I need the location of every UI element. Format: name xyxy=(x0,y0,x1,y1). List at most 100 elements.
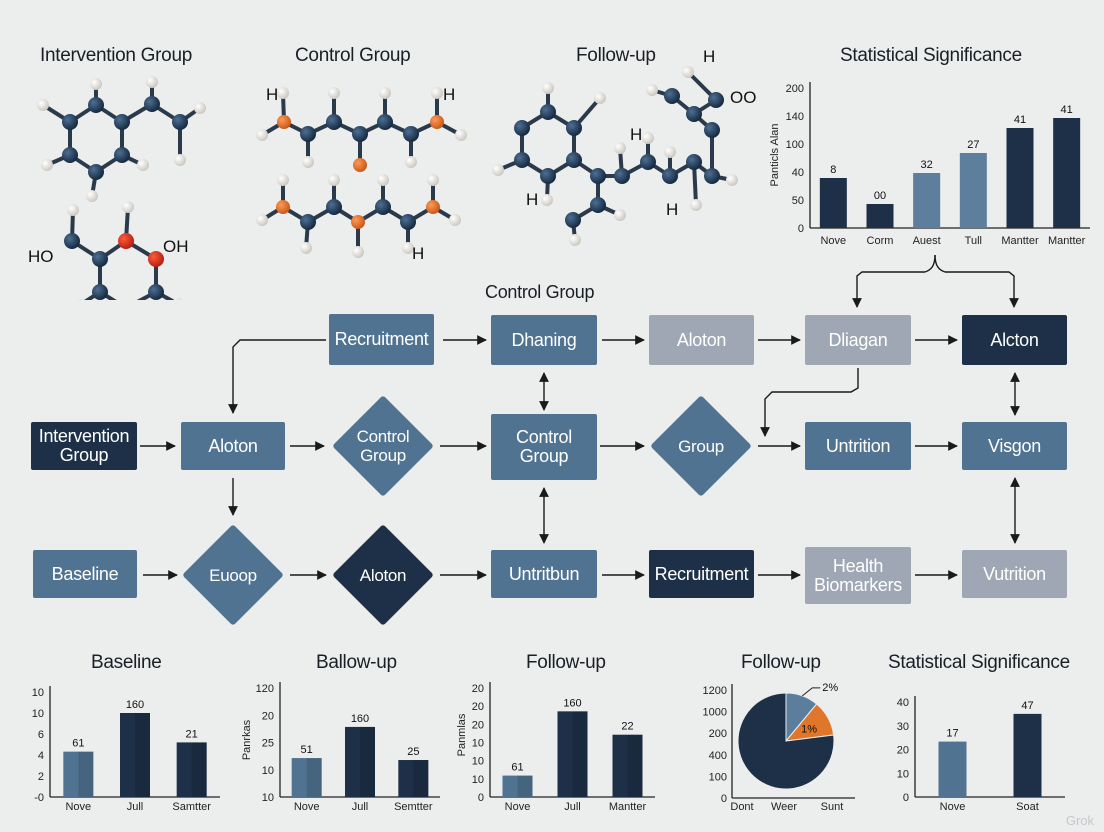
category-label: Nove xyxy=(940,801,966,813)
molecule-atom xyxy=(431,87,443,99)
data-label: 160 xyxy=(351,713,369,725)
molecule-atom xyxy=(540,168,556,184)
data-label: 41 xyxy=(1014,114,1026,126)
y-tick-label: 10 xyxy=(472,756,484,768)
molecule-atom xyxy=(590,168,606,184)
node-aloton-diamond-label: Aloton xyxy=(359,565,407,585)
category-label: Weer xyxy=(771,801,797,813)
category-label: Nove xyxy=(294,801,320,813)
molecule-atom xyxy=(174,154,186,166)
data-label: 25 xyxy=(407,746,419,758)
molecule-atom xyxy=(302,156,314,168)
y-tick-label: 20 xyxy=(472,701,484,713)
molecule-atom xyxy=(173,298,183,300)
molecule-oo: OO xyxy=(730,88,756,107)
molecule-atom xyxy=(328,87,340,99)
data-label: 32 xyxy=(921,159,933,171)
data-label: 61 xyxy=(511,762,523,774)
molecule-atom xyxy=(614,209,626,221)
node-intervention-group: Intervention Group xyxy=(31,422,137,470)
y-tick-label: 100 xyxy=(786,139,804,151)
molecule-atom xyxy=(514,152,530,168)
y-tick-label: 2 xyxy=(38,771,44,783)
molecule-atom xyxy=(565,212,581,228)
axis xyxy=(809,82,1090,229)
molecule-atom xyxy=(449,214,461,226)
data-label: 22 xyxy=(621,721,633,733)
molecule-atom xyxy=(137,159,149,171)
molecule-atom xyxy=(455,129,467,141)
flow-title: Control Group xyxy=(485,282,595,302)
molecule-atom xyxy=(144,96,160,112)
data-label: 47 xyxy=(1021,700,1033,712)
bar xyxy=(1013,713,1042,797)
data-label: 8 xyxy=(830,164,836,176)
molecule-atom xyxy=(664,88,680,104)
data-label: 61 xyxy=(72,738,84,750)
molecule-atom xyxy=(300,242,312,254)
molecule-h-left: H xyxy=(526,190,538,209)
molecule-atom xyxy=(377,174,389,186)
molecule-h-followup-bottom: H xyxy=(666,200,678,219)
y-tick-label: 1200 xyxy=(703,685,727,697)
molecule-atom xyxy=(403,126,419,142)
y-tick-label: 4 xyxy=(38,750,44,762)
y-axis-label: Panmlas xyxy=(456,713,468,756)
molecule-atom xyxy=(540,104,556,120)
molecule-atom xyxy=(377,114,393,130)
y-tick-label: 140 xyxy=(786,111,804,123)
molecule-atom xyxy=(62,147,78,163)
node-control-group-diamond: Control Group xyxy=(332,395,434,497)
y-tick-label: 10 xyxy=(262,792,274,804)
molecule-atom xyxy=(86,190,98,202)
data-label: 160 xyxy=(563,697,581,709)
bar xyxy=(176,742,207,797)
pie-leader-line xyxy=(801,687,821,697)
bar xyxy=(63,751,94,797)
molecule-atom xyxy=(37,99,49,111)
bar xyxy=(1053,118,1081,228)
molecule-atom xyxy=(300,214,316,230)
molecule-atom xyxy=(277,115,291,129)
molecule-atom xyxy=(194,102,206,114)
y-tick-label: -0 xyxy=(34,792,44,804)
molecule-atom xyxy=(326,114,342,130)
category-label: Samtter xyxy=(172,801,211,813)
y-axis-label: Panrkas xyxy=(241,719,253,760)
intervention-group-title: Intervention Group xyxy=(40,45,192,66)
category-label: Jull xyxy=(352,801,369,813)
y-tick-label: 400 xyxy=(709,750,727,762)
category-label: Mantter xyxy=(1001,235,1039,247)
node-untritbun: Untritbun xyxy=(491,550,597,598)
molecule-h-mid: H xyxy=(630,125,642,144)
molecule-atom xyxy=(62,114,78,130)
ballow-up-chart-title: Ballow-up xyxy=(316,652,397,673)
molecule-atom xyxy=(352,126,368,142)
molecule-atom xyxy=(88,164,104,180)
node-baseline: Baseline xyxy=(33,550,137,598)
y-tick-label: 10 xyxy=(472,738,484,750)
stat-sig-bottom-title: Statistical Significance xyxy=(888,652,1070,673)
node-health-biomarkers: Health Biomarkers xyxy=(805,547,911,604)
molecule-atom xyxy=(400,214,416,230)
bar xyxy=(291,758,322,797)
molecule-atom xyxy=(492,164,504,176)
node-untrition: Untrition xyxy=(805,422,911,470)
molecule-atom xyxy=(352,246,364,258)
molecule-atom xyxy=(402,242,414,254)
bar-shade xyxy=(78,751,94,797)
category-label: Nove xyxy=(505,801,531,813)
molecule-atom xyxy=(569,234,581,246)
molecule-atom xyxy=(88,97,104,113)
molecule-atom xyxy=(614,168,630,184)
molecule-atom xyxy=(541,194,553,206)
node-euoop-label: Euoop xyxy=(209,565,257,585)
bar xyxy=(1006,128,1034,228)
y-tick-label: 0 xyxy=(903,792,909,804)
molecule-atom xyxy=(276,200,290,214)
molecule-atom xyxy=(172,114,188,130)
molecule-atom xyxy=(277,87,289,99)
y-tick-label: 10 xyxy=(32,708,44,720)
node-dhaning: Dhaning xyxy=(491,315,597,365)
